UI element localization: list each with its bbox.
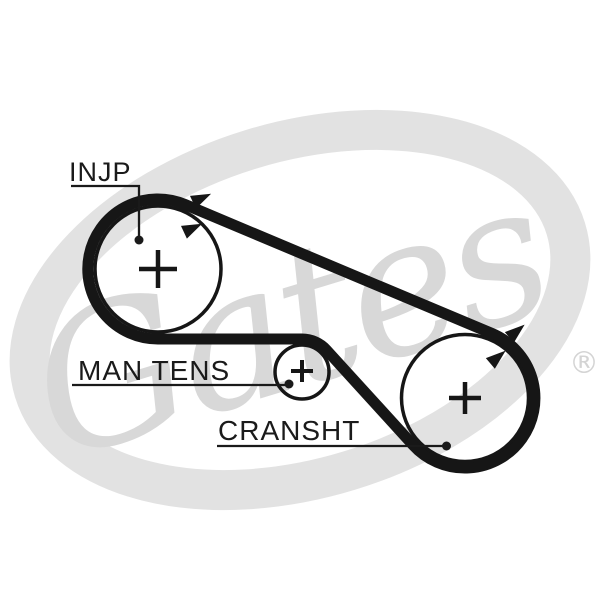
man-tens-label: MAN TENS [78,355,230,386]
cransht-label: CRANSHT [218,415,360,446]
injp-callout-dot [134,235,144,245]
manual-tensioner-pulley [273,343,331,401]
crankshaft-pulley [399,332,531,464]
direction-arrow-icon [504,324,525,343]
injection-pump-pulley [93,204,223,334]
belt-direction-arrows [180,193,525,369]
timing-belt [82,193,541,474]
injp-leader-line [71,184,141,239]
direction-arrow-icon [189,193,212,209]
direction-arrow-icon [485,350,506,369]
injection-pump-center-cross [139,250,177,288]
callout-dots [134,235,451,451]
injp-label: INJP [69,157,132,187]
gates-oval-swoosh [9,109,591,511]
tensioner-center-cross [291,360,313,382]
crankshaft-center-cross [449,382,481,414]
man-tens-callout-dot [284,379,294,389]
gates-watermark: Gates ® [6,109,599,511]
registered-trademark-icon: ® [569,346,599,381]
gates-script-text: Gates [6,140,570,504]
callout-leaders [71,184,445,448]
direction-arrow-icon [180,223,203,239]
cransht-callout-dot [442,441,451,451]
